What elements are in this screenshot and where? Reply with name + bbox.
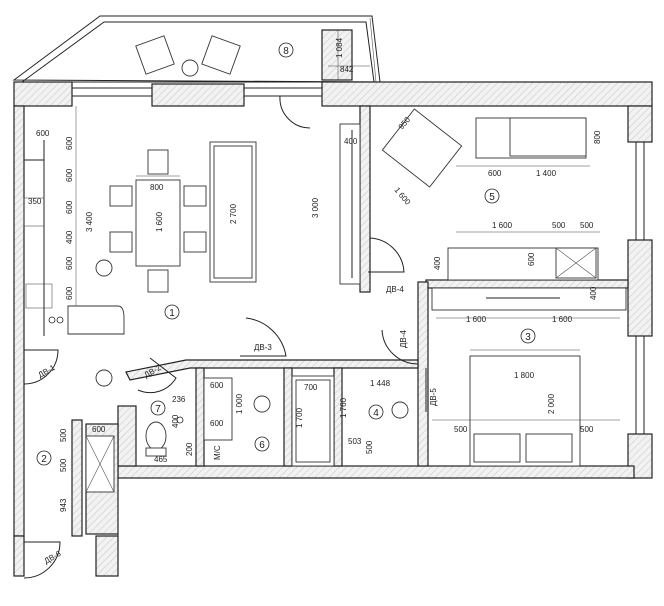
svg-text:3 400: 3 400 — [85, 211, 94, 232]
svg-text:600: 600 — [92, 425, 106, 434]
svg-text:400: 400 — [433, 256, 442, 270]
svg-text:2 700: 2 700 — [229, 203, 238, 224]
svg-text:500: 500 — [59, 458, 68, 472]
svg-text:600: 600 — [65, 136, 74, 150]
tv-unit — [339, 123, 361, 285]
dimension-labels: 1 084 842 600 600 600 600 350 400 600 60… — [28, 37, 602, 512]
svg-text:500: 500 — [580, 425, 594, 434]
svg-text:600: 600 — [65, 200, 74, 214]
svg-text:6: 6 — [259, 440, 265, 451]
svg-text:465: 465 — [154, 455, 168, 464]
svg-text:3: 3 — [525, 332, 531, 343]
svg-text:500: 500 — [365, 440, 374, 454]
door-label-dv1: ДВ-1 — [37, 363, 57, 380]
svg-text:600: 600 — [488, 169, 502, 178]
svg-text:М/С: М/С — [213, 445, 222, 460]
svg-text:600: 600 — [210, 381, 224, 390]
svg-text:842: 842 — [340, 65, 354, 74]
svg-text:2: 2 — [41, 454, 47, 465]
door-swings — [23, 95, 427, 579]
svg-text:1 600: 1 600 — [552, 315, 573, 324]
svg-text:500: 500 — [552, 221, 566, 230]
svg-text:943: 943 — [59, 498, 68, 512]
balcony — [12, 15, 381, 83]
room-number-6: 6 — [254, 436, 270, 452]
bedroom-3-furniture — [431, 287, 627, 467]
svg-text:1 600: 1 600 — [466, 315, 487, 324]
svg-text:503: 503 — [348, 437, 362, 446]
door-label-dv5: ДВ-5 — [429, 388, 438, 406]
svg-text:1 600: 1 600 — [392, 186, 412, 208]
svg-text:1 448: 1 448 — [370, 379, 391, 388]
outer-walls — [13, 81, 653, 577]
room-number-4: 4 — [368, 404, 384, 420]
door-label-dv3: ДВ-3 — [254, 343, 272, 352]
svg-text:400: 400 — [344, 137, 358, 146]
dimension-lines — [75, 30, 620, 421]
balcony-chairs — [135, 35, 241, 77]
svg-text:600: 600 — [36, 129, 50, 138]
svg-text:1: 1 — [169, 308, 175, 319]
svg-text:1 000: 1 000 — [235, 393, 244, 414]
door-label-dv4b: ДВ-4 — [399, 330, 408, 348]
svg-text:500: 500 — [580, 221, 594, 230]
kitchen-counter — [23, 140, 64, 336]
bathroom-fixtures — [203, 375, 335, 467]
svg-text:1 600: 1 600 — [492, 221, 513, 230]
svg-text:5: 5 — [489, 192, 495, 203]
svg-text:400: 400 — [65, 230, 74, 244]
dining-table — [109, 149, 207, 293]
room-number-3: 3 — [520, 328, 536, 344]
svg-text:200: 200 — [185, 442, 194, 456]
svg-text:800: 800 — [593, 130, 602, 144]
svg-text:500: 500 — [454, 425, 468, 434]
svg-text:1 800: 1 800 — [514, 371, 535, 380]
svg-text:800: 800 — [150, 183, 164, 192]
room-number-7: 7 — [150, 400, 166, 416]
hall-wardrobe — [85, 435, 115, 493]
svg-text:8: 8 — [283, 46, 289, 57]
bedroom-5-furniture — [381, 108, 599, 281]
svg-text:236: 236 — [172, 395, 186, 404]
svg-text:1 700: 1 700 — [295, 407, 304, 428]
door-label-dv4a: ДВ-4 — [386, 285, 404, 294]
svg-text:1 400: 1 400 — [536, 169, 557, 178]
svg-text:1 760: 1 760 — [339, 397, 348, 418]
svg-text:400: 400 — [589, 286, 598, 300]
svg-text:600: 600 — [210, 419, 224, 428]
svg-text:500: 500 — [59, 428, 68, 442]
room-number-8: 8 — [278, 42, 294, 58]
person-icons — [95, 259, 409, 419]
svg-text:350: 350 — [28, 197, 42, 206]
room-numbers: 1 2 3 4 5 6 7 8 — [36, 42, 536, 466]
sofa — [209, 141, 257, 283]
svg-text:600: 600 — [65, 286, 74, 300]
svg-text:4: 4 — [373, 408, 379, 419]
svg-text:600: 600 — [527, 252, 536, 266]
svg-text:3 000: 3 000 — [311, 197, 320, 218]
svg-text:2 000: 2 000 — [547, 393, 556, 414]
svg-text:1 084: 1 084 — [335, 37, 344, 58]
toilet — [145, 416, 184, 457]
svg-text:400: 400 — [171, 414, 180, 428]
svg-text:600: 600 — [65, 168, 74, 182]
room-number-1: 1 — [164, 304, 180, 320]
svg-text:600: 600 — [65, 256, 74, 270]
svg-text:700: 700 — [304, 383, 318, 392]
svg-text:1 600: 1 600 — [155, 211, 164, 232]
svg-text:7: 7 — [155, 404, 161, 415]
room-number-2: 2 — [36, 450, 52, 466]
room-number-5: 5 — [484, 188, 500, 204]
